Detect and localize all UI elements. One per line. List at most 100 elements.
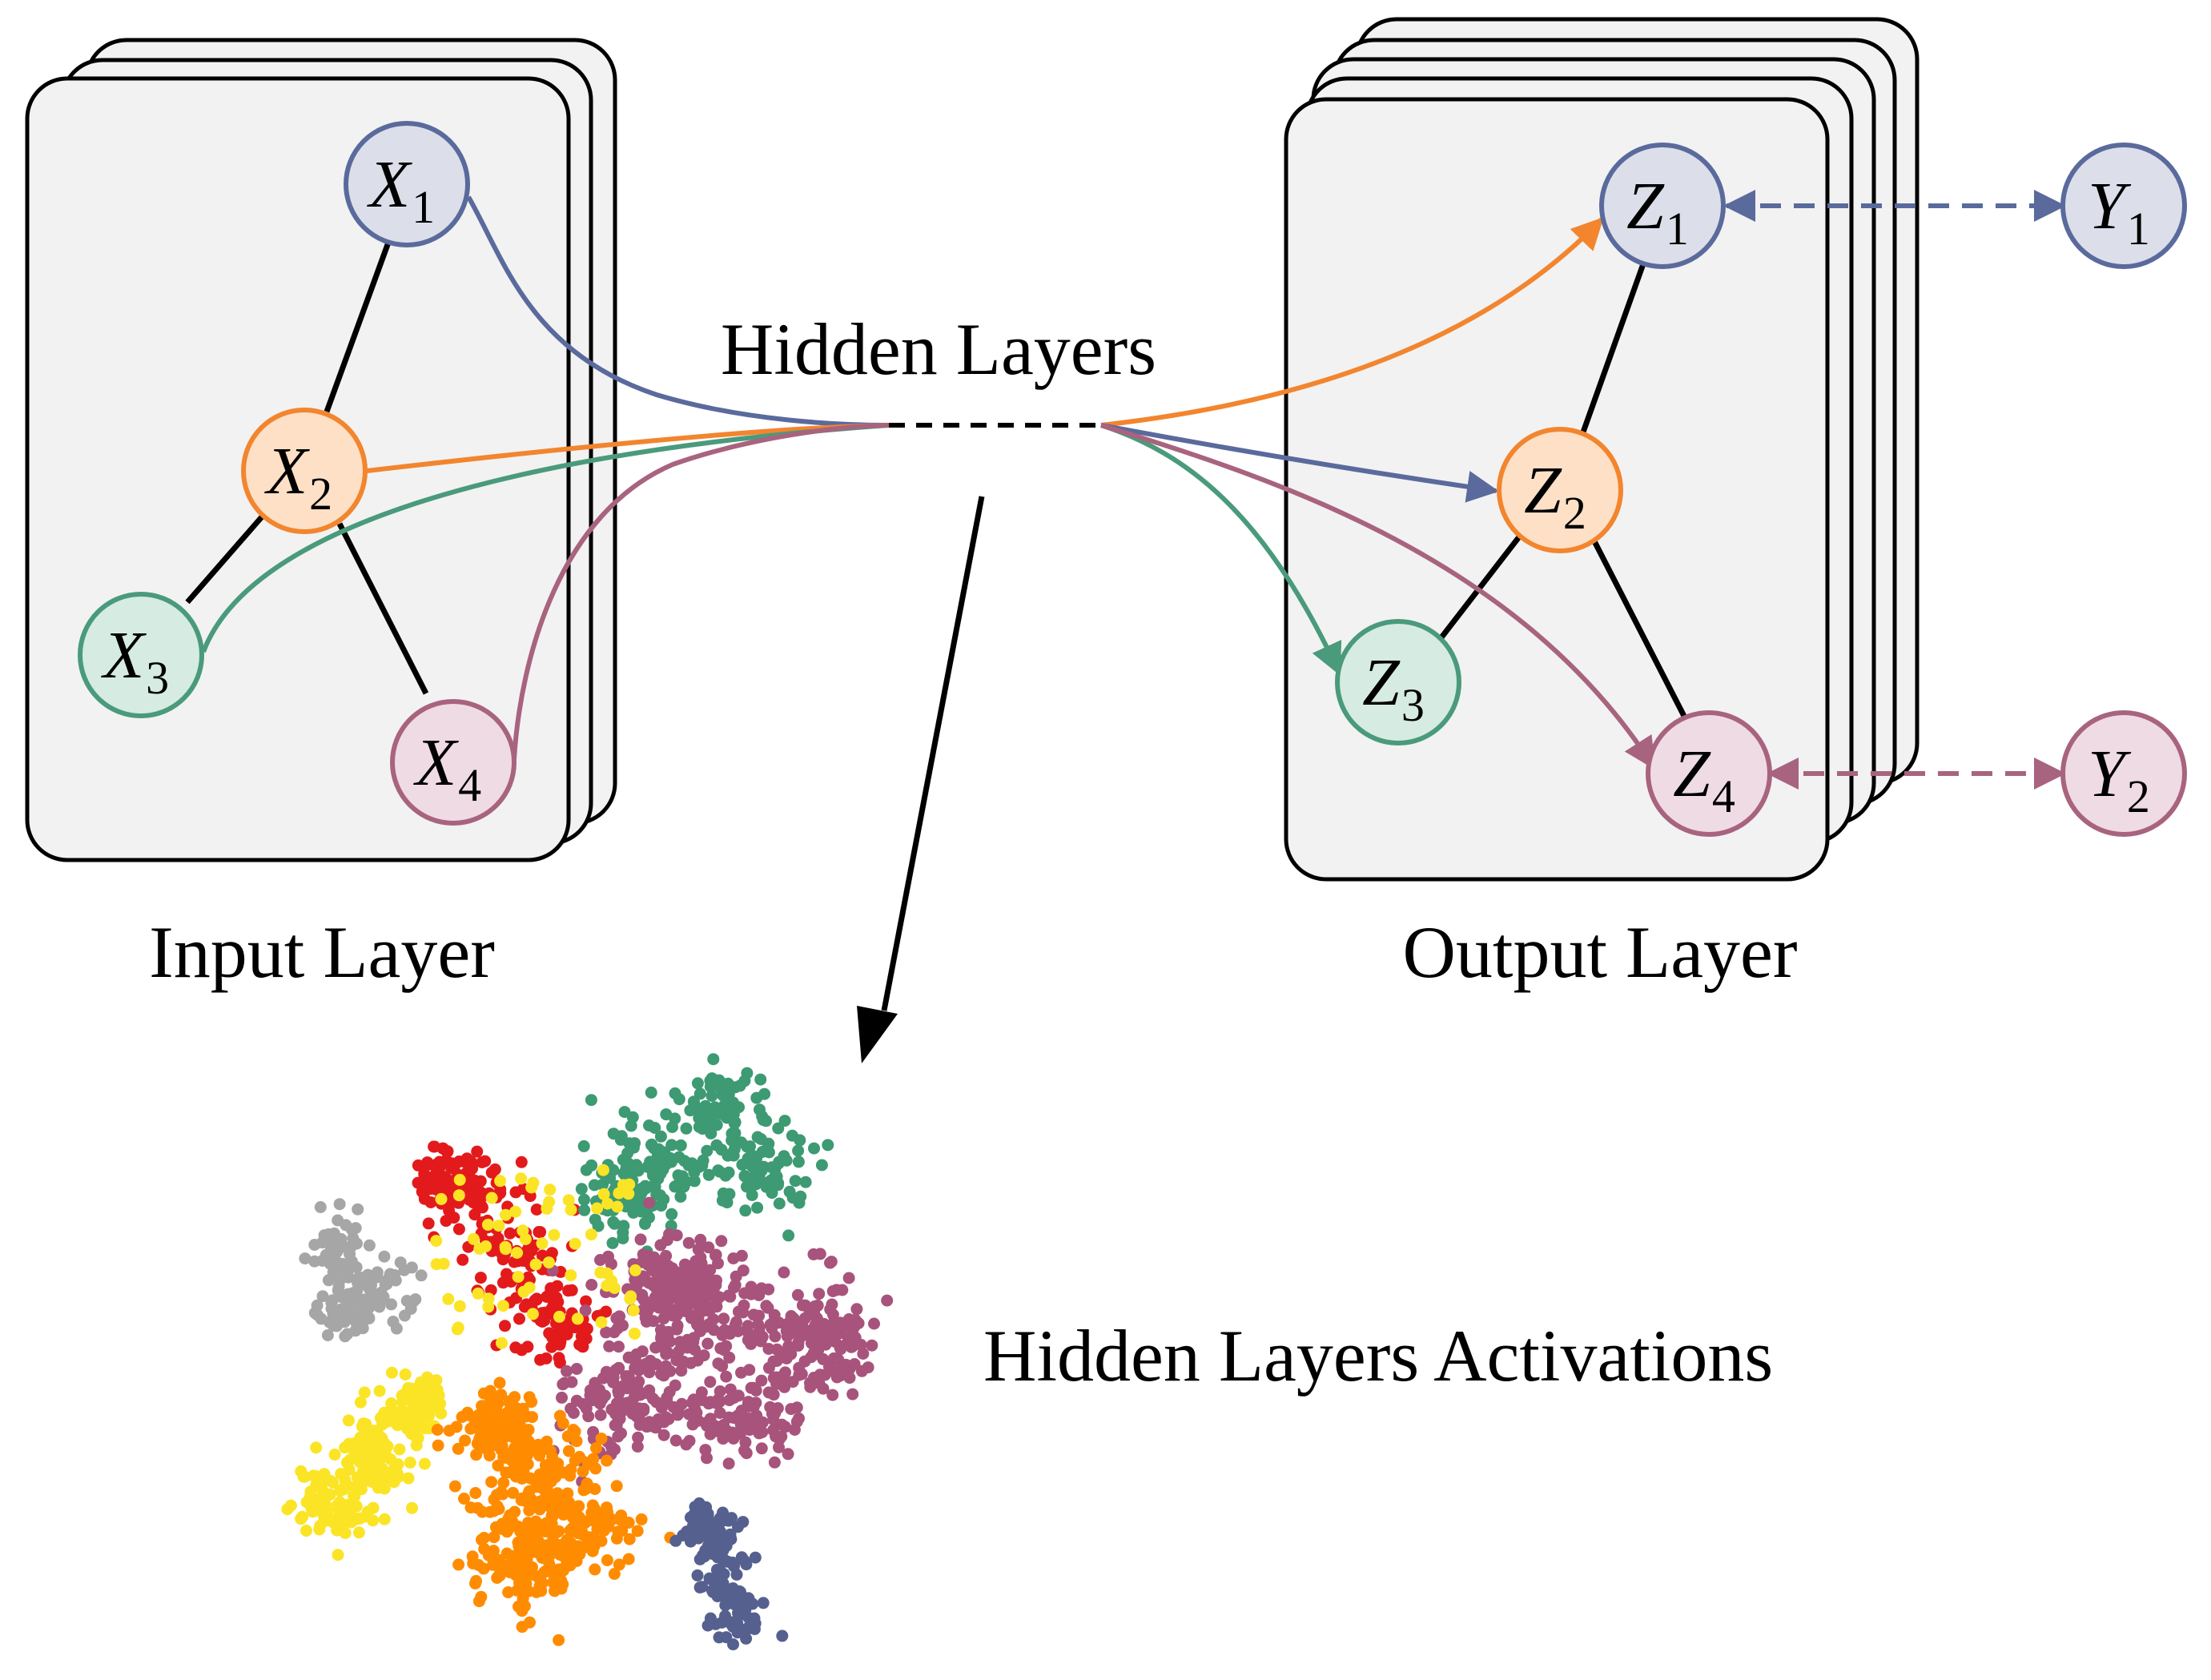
- scatter-point: [743, 1180, 756, 1192]
- scatter-point: [635, 1513, 648, 1525]
- scatter-point: [570, 1363, 583, 1375]
- scatter-point: [475, 1590, 488, 1603]
- scatter-point: [452, 1558, 465, 1571]
- scatter-point: [794, 1190, 807, 1203]
- scatter-point: [636, 1288, 649, 1301]
- scatter-point: [643, 1388, 656, 1401]
- scatter-point: [511, 1247, 524, 1259]
- scatter-point: [607, 1127, 620, 1140]
- scatter-point: [738, 1553, 750, 1566]
- scatter-point: [328, 1449, 341, 1461]
- scatter-point: [331, 1245, 344, 1258]
- scatter-point: [525, 1518, 538, 1530]
- scatter-point: [706, 1072, 718, 1085]
- scatter-point: [571, 1312, 584, 1325]
- scatter-point: [718, 1568, 730, 1581]
- scatter-point: [718, 1312, 730, 1325]
- scatter-point: [589, 1213, 601, 1226]
- scatter-point: [672, 1169, 685, 1182]
- scatter-point: [728, 1117, 741, 1130]
- scatter-point: [418, 1457, 431, 1470]
- scatter-point: [594, 1266, 607, 1279]
- scatter-point: [367, 1514, 380, 1527]
- scatter-point: [430, 1235, 443, 1248]
- scatter-point: [533, 1469, 546, 1481]
- scatter-point: [648, 1179, 661, 1192]
- scatter-point: [512, 1271, 525, 1283]
- scatter-point: [725, 1618, 738, 1630]
- scatter-point: [452, 1442, 464, 1455]
- scatter-point: [432, 1439, 444, 1452]
- node-z1-var: Z: [1626, 169, 1665, 243]
- scatter-point: [788, 1424, 801, 1436]
- scatter-point: [487, 1553, 500, 1566]
- scatter-point: [541, 1291, 553, 1303]
- scatter-point: [691, 1569, 704, 1582]
- node-z1-subscript: 1: [1666, 203, 1689, 255]
- scatter-point: [565, 1269, 577, 1282]
- scatter-point: [812, 1315, 825, 1328]
- scatter-point: [624, 1292, 637, 1305]
- scatter-point: [562, 1194, 575, 1207]
- scatter-point: [710, 1248, 722, 1261]
- scatter-point: [488, 1163, 501, 1176]
- scatter-cluster-yellow: [281, 1366, 448, 1561]
- scatter-point: [492, 1220, 505, 1232]
- scatter-point: [661, 1347, 674, 1359]
- scatter-point: [491, 1572, 504, 1584]
- scatter-point: [573, 1515, 585, 1528]
- scatter-point: [748, 1622, 761, 1635]
- scatter-point: [342, 1414, 355, 1427]
- scatter-point: [723, 1351, 736, 1364]
- scatter-point: [459, 1434, 472, 1447]
- node-y1-label: Y1: [2088, 169, 2150, 255]
- scatter-point: [341, 1328, 354, 1340]
- scatter-point: [422, 1377, 434, 1390]
- scatter-point: [610, 1312, 623, 1324]
- scatter-point: [553, 1634, 565, 1646]
- scatter-point: [643, 1196, 656, 1209]
- scatter-point: [400, 1385, 413, 1398]
- scatter-point: [424, 1196, 437, 1208]
- scatter-point: [524, 1616, 536, 1629]
- scatter-point: [699, 1444, 712, 1457]
- scatter-point: [666, 1262, 679, 1275]
- scatter-point: [693, 1581, 706, 1594]
- scatter-point: [680, 1301, 693, 1313]
- scatter-point: [553, 1352, 565, 1364]
- scatter-point: [488, 1493, 500, 1505]
- curve-hidden-z4: [1100, 423, 1656, 770]
- scatter-point: [657, 1416, 670, 1429]
- scatter-point: [601, 1554, 613, 1566]
- scatter-point: [690, 1406, 703, 1419]
- scatter-point: [496, 1300, 509, 1312]
- scatter-point: [715, 1235, 728, 1248]
- scatter-point: [755, 1442, 768, 1455]
- scatter-point: [779, 1366, 792, 1379]
- scatter-point: [688, 1175, 701, 1188]
- node-x1-subscript: 1: [412, 181, 435, 233]
- node-z3-subscript: 3: [1401, 679, 1425, 731]
- scatter-point: [585, 1094, 597, 1107]
- scatter-point: [514, 1525, 527, 1537]
- scatter-point: [472, 1287, 484, 1300]
- scatter-point: [332, 1549, 344, 1561]
- scatter-point: [577, 1340, 589, 1353]
- scatter-point: [555, 1538, 568, 1551]
- scatter-point: [689, 1297, 701, 1309]
- scatter-point: [773, 1197, 786, 1210]
- scatter-point: [555, 1574, 568, 1587]
- scatter-point: [782, 1448, 794, 1461]
- scatter-point: [481, 1219, 494, 1231]
- scatter-point: [513, 1577, 525, 1589]
- scatter-point: [575, 1323, 588, 1336]
- scatter-point: [421, 1390, 434, 1403]
- node-y2-circle: [2060, 710, 2187, 837]
- scatter-point: [793, 1412, 805, 1425]
- scatter-point: [709, 1517, 722, 1529]
- scatter-point: [483, 1449, 496, 1462]
- node-y2: Y2: [2060, 710, 2187, 837]
- scatter-point: [313, 1523, 326, 1536]
- scatter-point: [341, 1266, 354, 1279]
